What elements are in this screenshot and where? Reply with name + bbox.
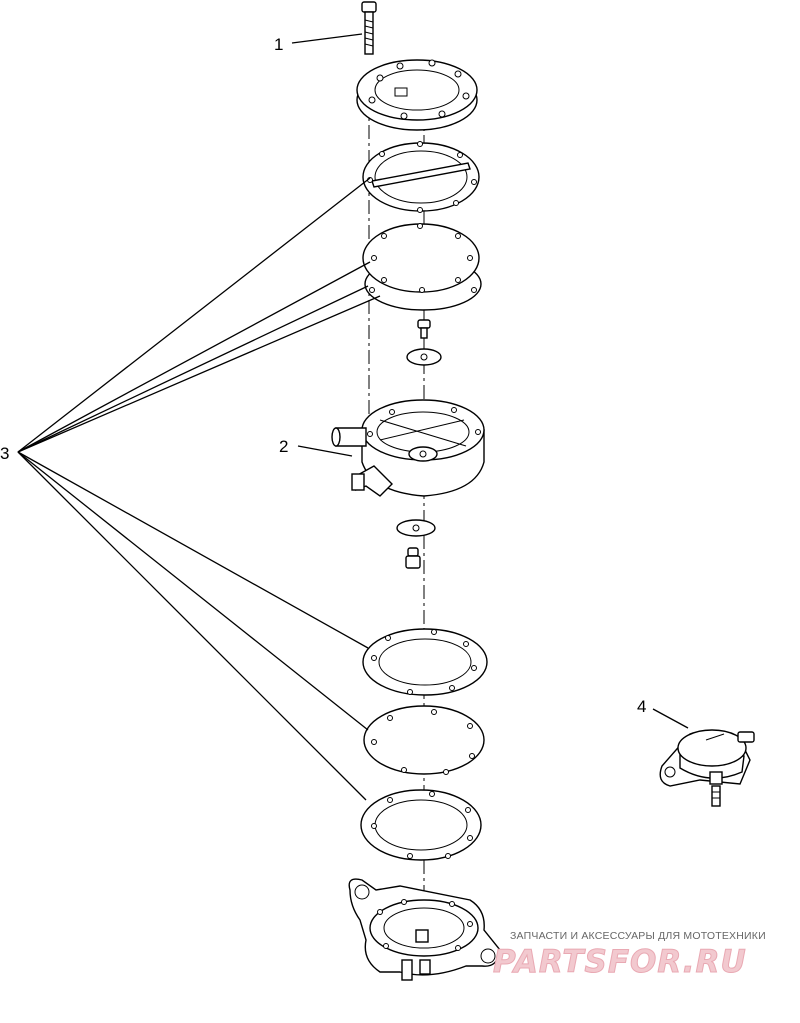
part-top-cover [356, 59, 478, 131]
part-check-valve-upper [417, 319, 431, 339]
part-check-valve-lower [405, 547, 421, 569]
part-screw [361, 1, 377, 55]
part-gasket-lower [362, 628, 488, 696]
watermark-logo: PARTSFOR.RU [493, 944, 747, 980]
callout-2: 2 [279, 437, 288, 456]
part-assembled-pump [659, 729, 755, 807]
part-gasket-upper [362, 141, 480, 213]
callout-3: 3 [0, 444, 9, 463]
part-base-cover [348, 878, 501, 981]
callout-1: 1 [274, 35, 283, 54]
part-diaphragm-upper-pair [362, 223, 482, 311]
part-washer-lower [396, 519, 436, 537]
part-washer-upper [406, 348, 442, 366]
part-pump-body [331, 399, 485, 497]
watermark-tagline: ЗАПЧАСТИ И АКСЕССУАРЫ ДЛЯ МОТОТЕХНИКИ [510, 930, 766, 942]
callout-4: 4 [637, 697, 646, 716]
part-gasket-bottom [360, 789, 482, 861]
leader-lines [17, 33, 689, 801]
part-diaphragm-lower [363, 705, 485, 775]
